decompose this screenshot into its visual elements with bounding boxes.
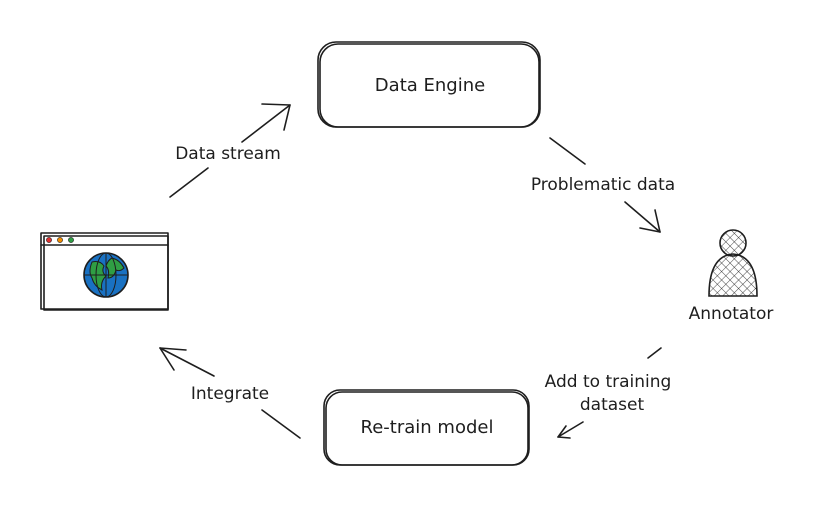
globe-icon (83, 252, 129, 298)
retrain-model-node: Re-train model (323, 389, 530, 466)
annotator-label: Annotator (689, 304, 774, 324)
data-engine-node: Data Engine (317, 41, 541, 128)
add-to-training-label-line2: dataset (580, 395, 645, 415)
window-dot-green (68, 237, 74, 243)
add-to-training-label-line1: Add to training (545, 372, 672, 392)
integrate-label: Integrate (191, 384, 269, 404)
data-stream-arrow (169, 103, 291, 198)
problematic-data-arrow (549, 137, 661, 233)
window-dot-red (46, 237, 52, 243)
window-dot-yellow (57, 237, 63, 243)
problematic-data-label: Problematic data (531, 175, 675, 195)
add-to-training-arrow (557, 347, 662, 439)
browser-window-icon (40, 232, 169, 311)
retrain-model-label: Re-train model (361, 417, 494, 438)
data-engine-label: Data Engine (375, 75, 485, 96)
person-icon (708, 229, 758, 297)
integrate-arrow (159, 347, 301, 439)
data-stream-label: Data stream (175, 144, 281, 164)
